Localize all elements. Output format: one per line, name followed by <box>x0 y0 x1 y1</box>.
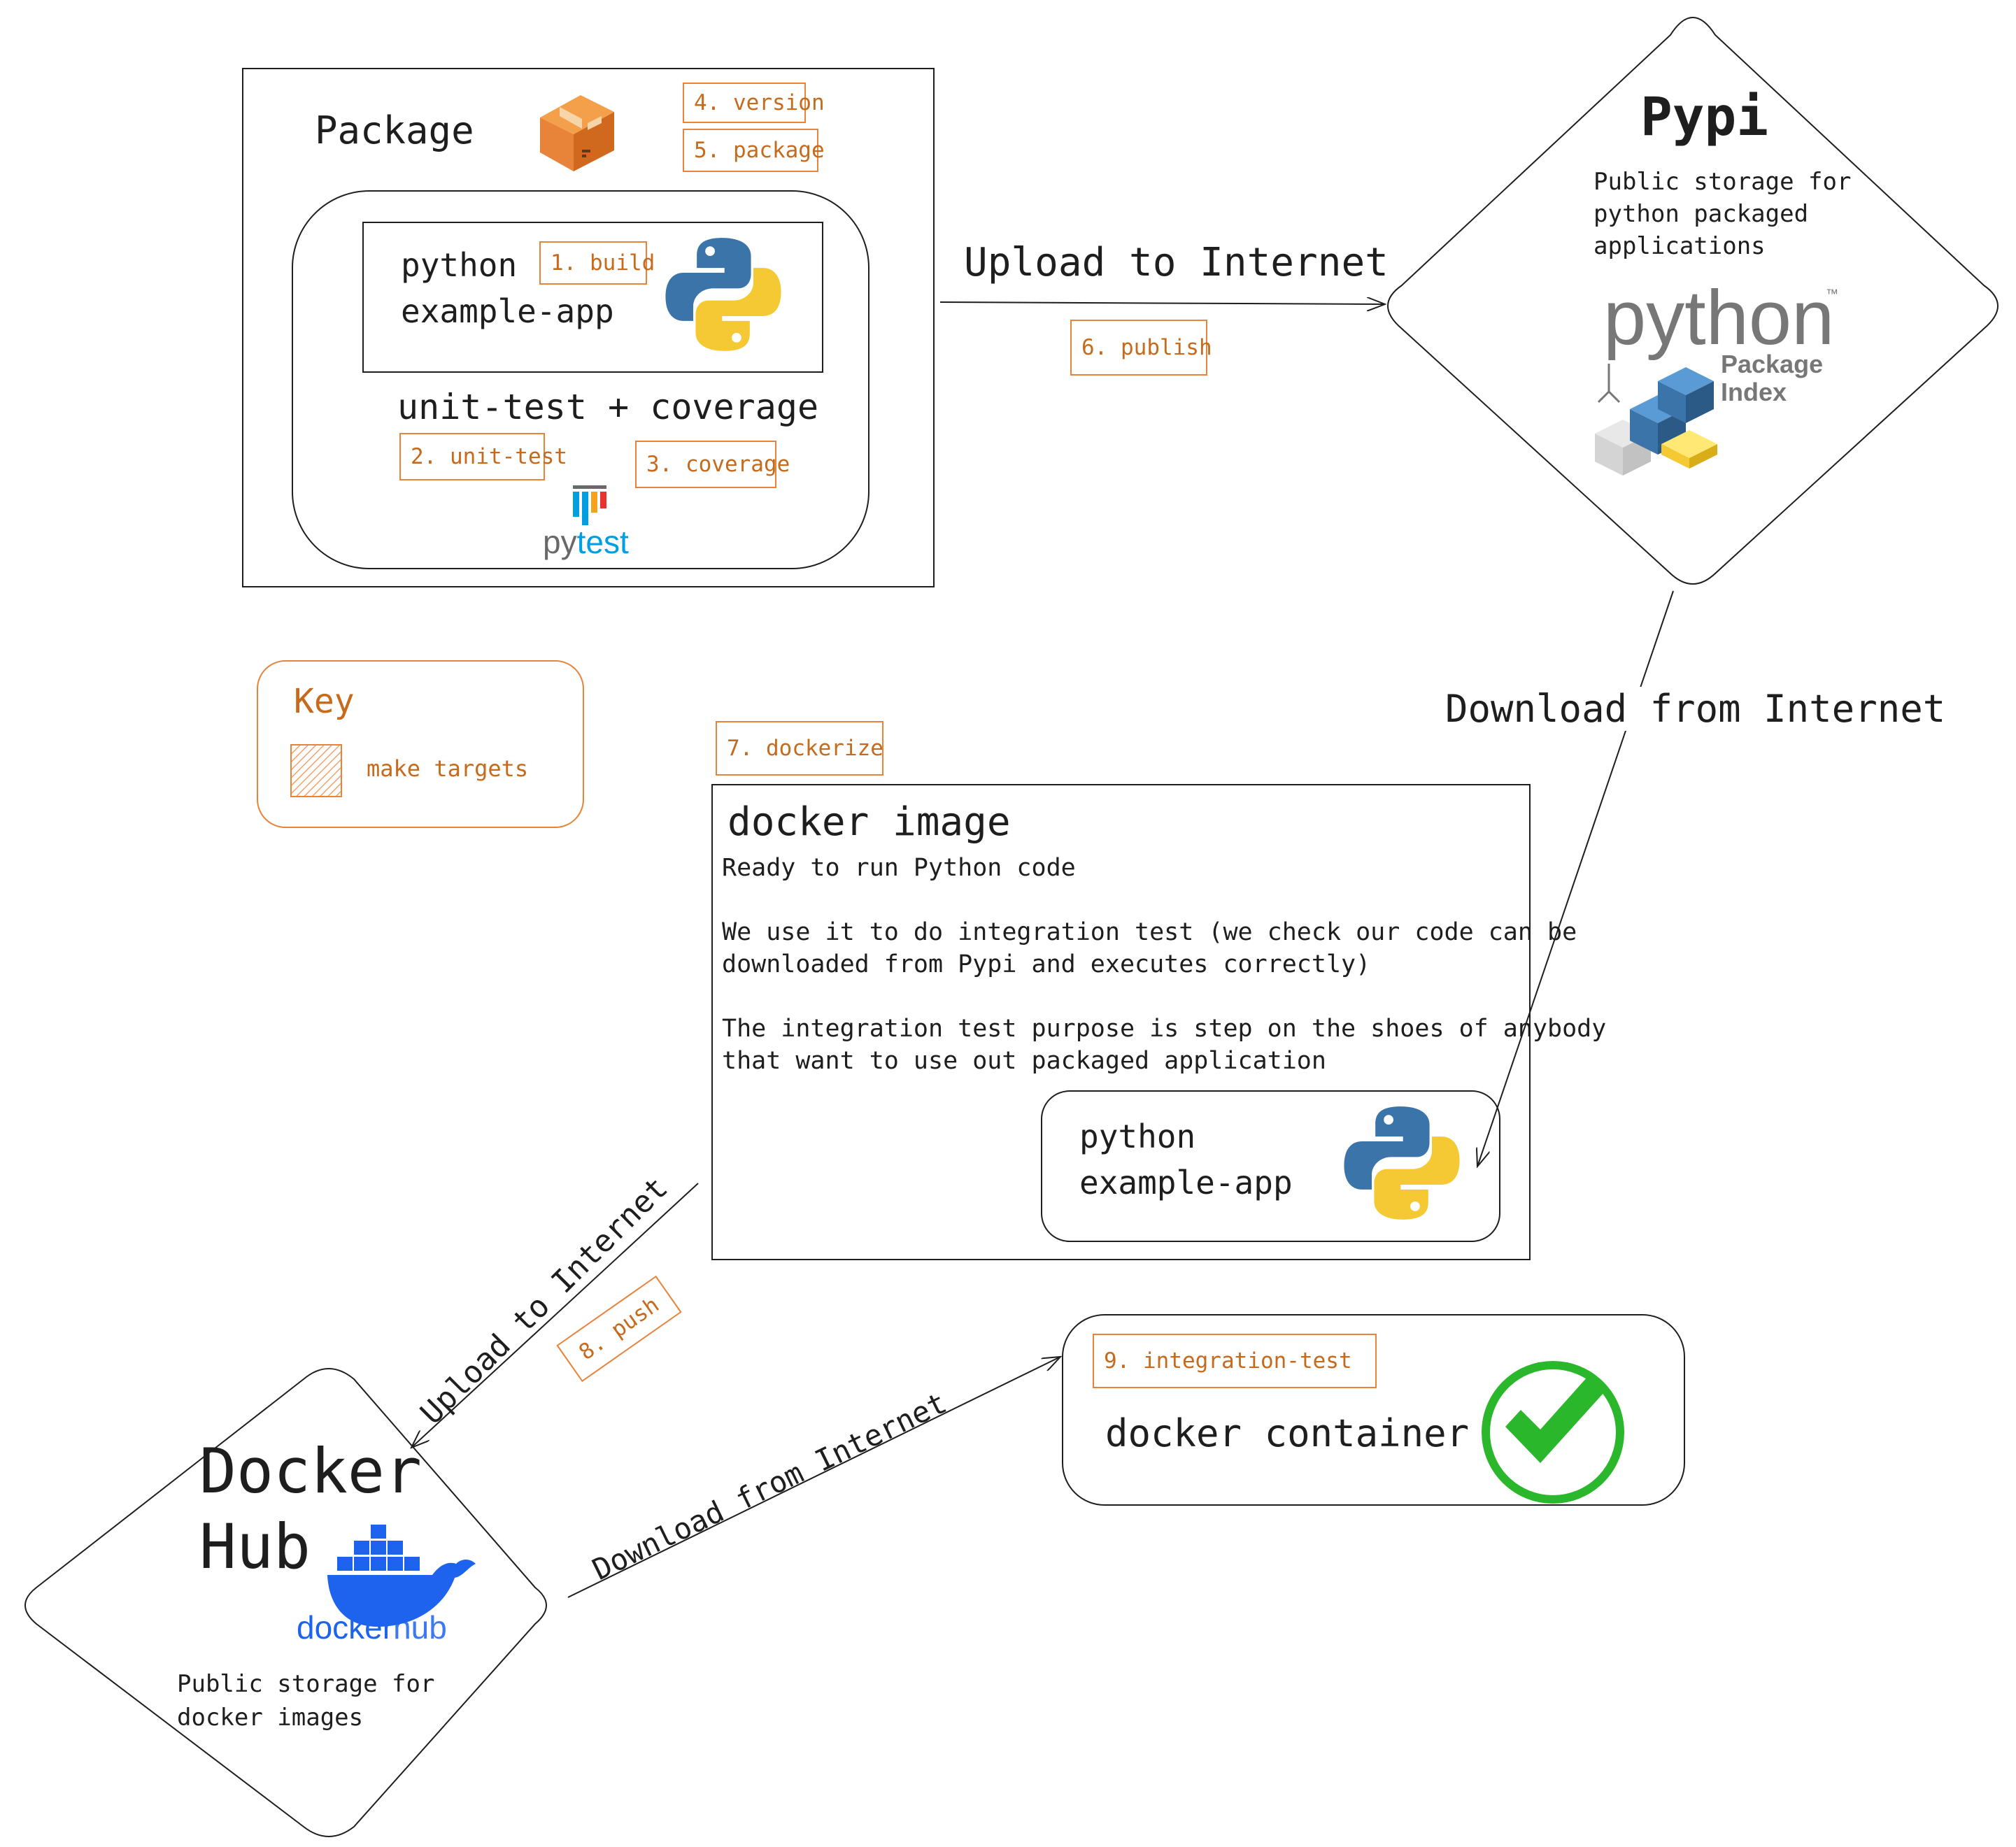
python-logo <box>1344 1106 1460 1220</box>
tag-unit-test: 2. unit-test <box>399 433 567 480</box>
pytest-wordmark: pytest <box>543 523 629 561</box>
pypi-cubes-icon <box>1595 364 1717 476</box>
docker-hub-diamond <box>24 1368 547 1837</box>
docker-app-box <box>1041 1090 1500 1242</box>
docker-hub-title-line1: Docker <box>199 1435 422 1507</box>
app-label-line1: python <box>401 246 518 284</box>
pypi-desc-line3: applications <box>1593 232 1766 260</box>
docker-container-box <box>1062 1314 1685 1506</box>
python-logo <box>665 238 781 351</box>
tag-version: 4. version <box>683 83 825 123</box>
tag-coverage: 3. coverage <box>635 441 790 488</box>
tag-publish: 6. publish <box>1070 320 1212 376</box>
arrow-upload-hub <box>411 1183 699 1448</box>
docker-image-frame <box>711 784 1531 1260</box>
tag-integration-test: 9. integration-test <box>1093 1334 1377 1388</box>
docker-image-line5: that want to use out packaged applicatio… <box>722 1047 1326 1075</box>
tag-dockerize: 7. dockerize <box>716 721 883 776</box>
dockerhub-wordmark-hub: hub <box>393 1609 447 1646</box>
key-swatch <box>290 744 342 797</box>
pypi-desc-line2: python packaged <box>1593 200 1809 228</box>
tag-package: 5. package <box>683 129 825 172</box>
docker-app-line2: example-app <box>1079 1164 1293 1201</box>
key-box <box>257 660 584 828</box>
docker-image-line4: The integration test purpose is step on … <box>722 1015 1607 1043</box>
download-pypi-label: Download from Internet <box>1442 687 1949 731</box>
tag-build: 1. build <box>539 241 655 285</box>
docker-image-line1: Ready to run Python code <box>722 854 1076 882</box>
pypi-desc-line1: Public storage for <box>1593 168 1852 196</box>
key-title: Key <box>294 682 355 721</box>
docker-hub-desc-line1: Public storage for <box>177 1670 435 1698</box>
docker-container-label: docker container <box>1105 1411 1470 1455</box>
package-title: Package <box>315 108 474 152</box>
docker-app-line1: python <box>1079 1118 1196 1155</box>
pytest-wordmark-py: py <box>543 524 577 560</box>
docker-hub-desc-line2: docker images <box>177 1704 364 1732</box>
pypi-logo-word: python <box>1603 275 1835 361</box>
upload-pypi-label: Upload to Internet <box>964 240 1389 285</box>
check-mark-icon <box>1482 1361 1624 1504</box>
pypi-logo-sub1: Package <box>1721 350 1824 378</box>
package-inner-container <box>292 190 869 569</box>
python-app-box <box>362 222 823 373</box>
pytest-wordmark-test: test <box>576 524 629 560</box>
dockerhub-wordmark-docker: docker <box>297 1609 394 1646</box>
docker-image-title: docker image <box>727 799 1011 845</box>
pypi-title: Pypi <box>1640 85 1769 148</box>
tests-label: unit-test + coverage <box>397 387 819 427</box>
package-frame <box>242 68 935 587</box>
pypi-logo-tm: ™ <box>1826 287 1838 301</box>
docker-whale-icon <box>327 1525 476 1627</box>
package-box-icon <box>540 95 614 171</box>
pypi-logo-sub2: Index <box>1721 378 1787 406</box>
pypi-diamond <box>1387 17 1999 585</box>
docker-image-line2: We use it to do integration test (we che… <box>722 918 1577 946</box>
docker-image-line3: downloaded from Pypi and executes correc… <box>722 950 1371 978</box>
dockerhub-wordmark: dockerhub <box>297 1609 447 1646</box>
arrow-upload-pypi <box>939 302 1385 304</box>
key-item-label: make targets <box>367 755 529 782</box>
arrow-download-pypi <box>1477 590 1674 1167</box>
pytest-logo <box>573 485 606 525</box>
app-label-line2: example-app <box>401 292 614 330</box>
arrow-download-hub <box>567 1357 1060 1598</box>
docker-hub-title-line2: Hub <box>199 1511 311 1583</box>
